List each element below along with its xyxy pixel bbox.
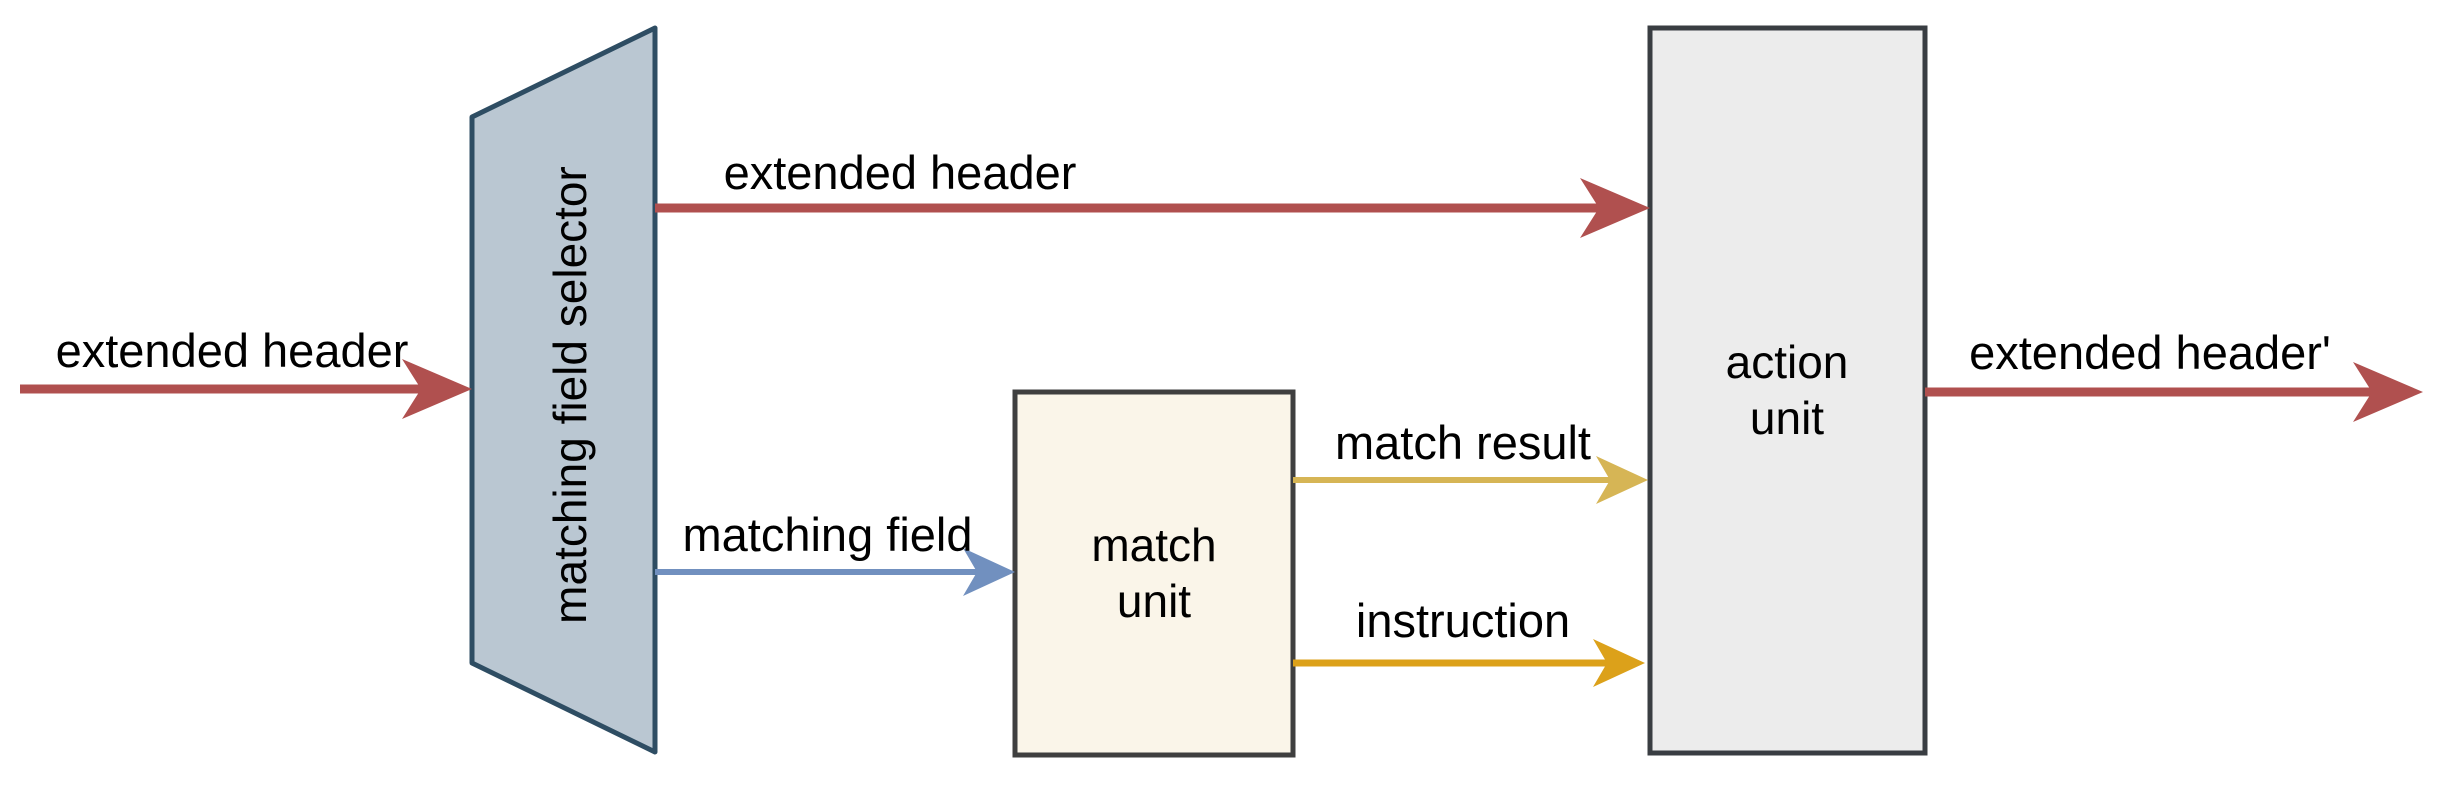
extended-header-top-arrow-label: extended header xyxy=(723,146,1077,199)
instruction-arrow-label: instruction xyxy=(1355,594,1571,647)
output-arrowhead-icon xyxy=(2353,362,2423,422)
selector-trapezoid xyxy=(469,25,658,755)
match-result-arrow-label: match result xyxy=(1335,416,1591,469)
match-unit-label: match unit xyxy=(1091,518,1217,627)
action-unit-box xyxy=(1647,25,1928,756)
extended-header-top-arrowhead-icon xyxy=(1580,178,1650,238)
input-arrow-label: extended header xyxy=(55,324,409,377)
output-arrow-label: extended header' xyxy=(1969,326,2331,379)
match-unit-box xyxy=(1012,389,1296,758)
matching-field-arrow-label: matching field xyxy=(682,508,973,561)
selector-label: matching field selector xyxy=(543,166,596,624)
input-arrowhead-icon xyxy=(402,359,472,419)
action-unit-label: action unit xyxy=(1725,335,1849,444)
matching-field-arrowhead-icon xyxy=(963,548,1015,596)
instruction-arrowhead-icon xyxy=(1593,639,1645,687)
match-result-arrowhead-icon xyxy=(1596,456,1648,504)
